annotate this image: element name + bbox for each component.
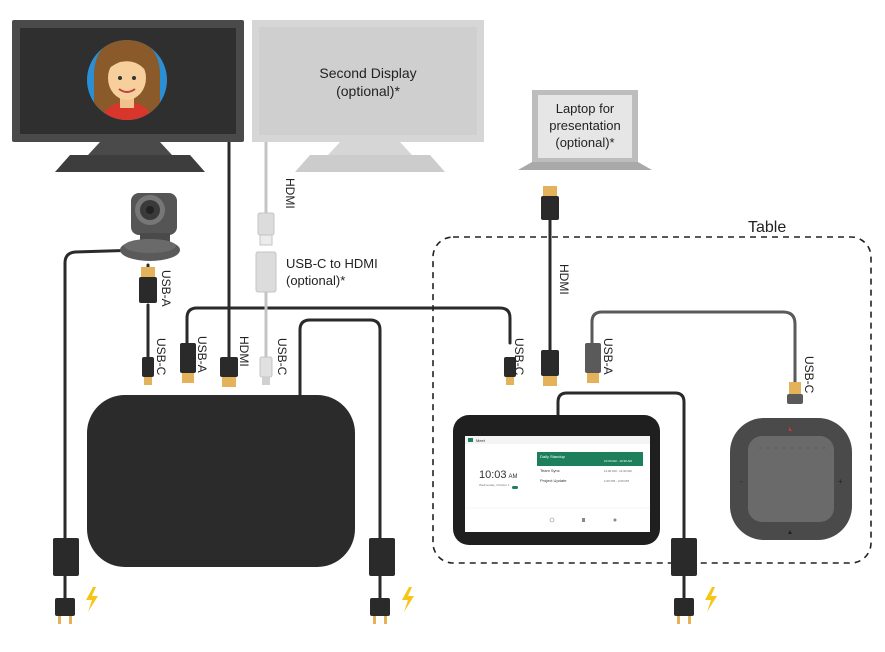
hub-usb-c-label-2: USB-C — [275, 338, 289, 376]
power-supply-left — [53, 538, 98, 624]
adapter-label-line2: (optional)* — [286, 273, 345, 288]
second-display-label-line1: Second Display — [319, 65, 416, 81]
speakerphone: + - — [730, 418, 852, 540]
table-label: Table — [748, 219, 786, 236]
tablet-date: Wednesday, October 1 — [479, 483, 510, 487]
speaker-usb-a-connector — [585, 343, 601, 383]
speaker-cable-group — [590, 310, 797, 384]
speaker-usb-c-connector — [787, 382, 803, 404]
tablet-meeting-3: Project Update — [540, 478, 567, 483]
tablet-meeting-2-time: 11:00 AM - 11:30 AM — [604, 469, 632, 473]
compute-hub — [87, 395, 355, 567]
cables — [63, 136, 686, 542]
power-supply-middle — [369, 538, 414, 624]
laptop-hdmi-connector — [541, 186, 559, 220]
laptop-hdmi-label: HDMI — [557, 264, 571, 295]
second-display-label-line2: (optional)* — [336, 83, 400, 99]
hub-usb-c-label-1: USB-C — [154, 338, 168, 376]
laptop-label-line2: presentation — [549, 118, 621, 133]
svg-text:+: + — [838, 477, 843, 486]
table-hdmi-connector — [541, 350, 559, 386]
avatar-icon — [87, 40, 167, 120]
usbc-hdmi-adapter — [255, 251, 277, 293]
main-monitor — [12, 20, 244, 172]
power-bolt-icon — [402, 587, 414, 612]
hub-usb-a-cable — [185, 306, 512, 345]
tablet-meeting-1: Daily Standup — [540, 454, 566, 459]
table-usb-c-connector — [504, 357, 516, 385]
power-plug-icon — [370, 598, 390, 624]
hub-hdmi-connector — [220, 357, 238, 387]
camera-usb-a-connector — [139, 267, 157, 303]
tablet-app-name: Meet — [476, 438, 486, 443]
laptop-label-line1: Laptop for — [556, 101, 615, 116]
second-display-hdmi-label: HDMI — [283, 178, 297, 209]
svg-text:-: - — [740, 477, 743, 486]
power-bolt-icon — [86, 587, 98, 612]
speaker-usb-c-label: USB-C — [802, 356, 816, 394]
power-plug-icon — [674, 598, 694, 624]
camera-side-cable — [63, 248, 140, 542]
table-usb-c-label: USB-C — [512, 338, 526, 376]
second-display-hdmi-connector — [257, 212, 275, 246]
adapter-label-line1: USB-C to HDMI — [286, 256, 378, 271]
hub-usb-a-connector — [180, 343, 196, 383]
speaker-usb-cable — [590, 310, 797, 384]
tablet-meeting-2: Team Sync — [540, 468, 560, 473]
power-plug-icon — [55, 598, 75, 624]
table-region: Table — [432, 219, 872, 564]
tablet-meeting-3-time: 1:00 PM - 2:00 PM — [604, 479, 630, 483]
power-supply-right — [671, 538, 717, 624]
hub-hdmi-label: HDMI — [237, 336, 251, 367]
hub-usb-a-label: USB-A — [195, 336, 209, 373]
hub-usb-c-connector-2 — [259, 356, 273, 385]
laptop: Laptop for presentation (optional)* — [518, 90, 652, 170]
power-bolt-icon — [705, 587, 717, 612]
camera-usb-a-label: USB-A — [159, 270, 173, 307]
hub-usb-c-connector-1 — [142, 357, 154, 385]
laptop-label-line3: (optional)* — [555, 135, 614, 150]
speaker-usb-a-label: USB-A — [601, 338, 615, 375]
hub-power-cable — [298, 318, 382, 542]
second-display: Second Display (optional)* — [252, 20, 484, 172]
webcam-icon — [120, 193, 180, 261]
tablet-controller: Meet Daily Standup 10:00 AM - 10:30 AM T… — [453, 415, 660, 545]
tablet-meeting-1-time: 10:00 AM - 10:30 AM — [604, 459, 633, 463]
tablet-power-cable — [556, 391, 686, 542]
mute-icon — [789, 427, 792, 431]
